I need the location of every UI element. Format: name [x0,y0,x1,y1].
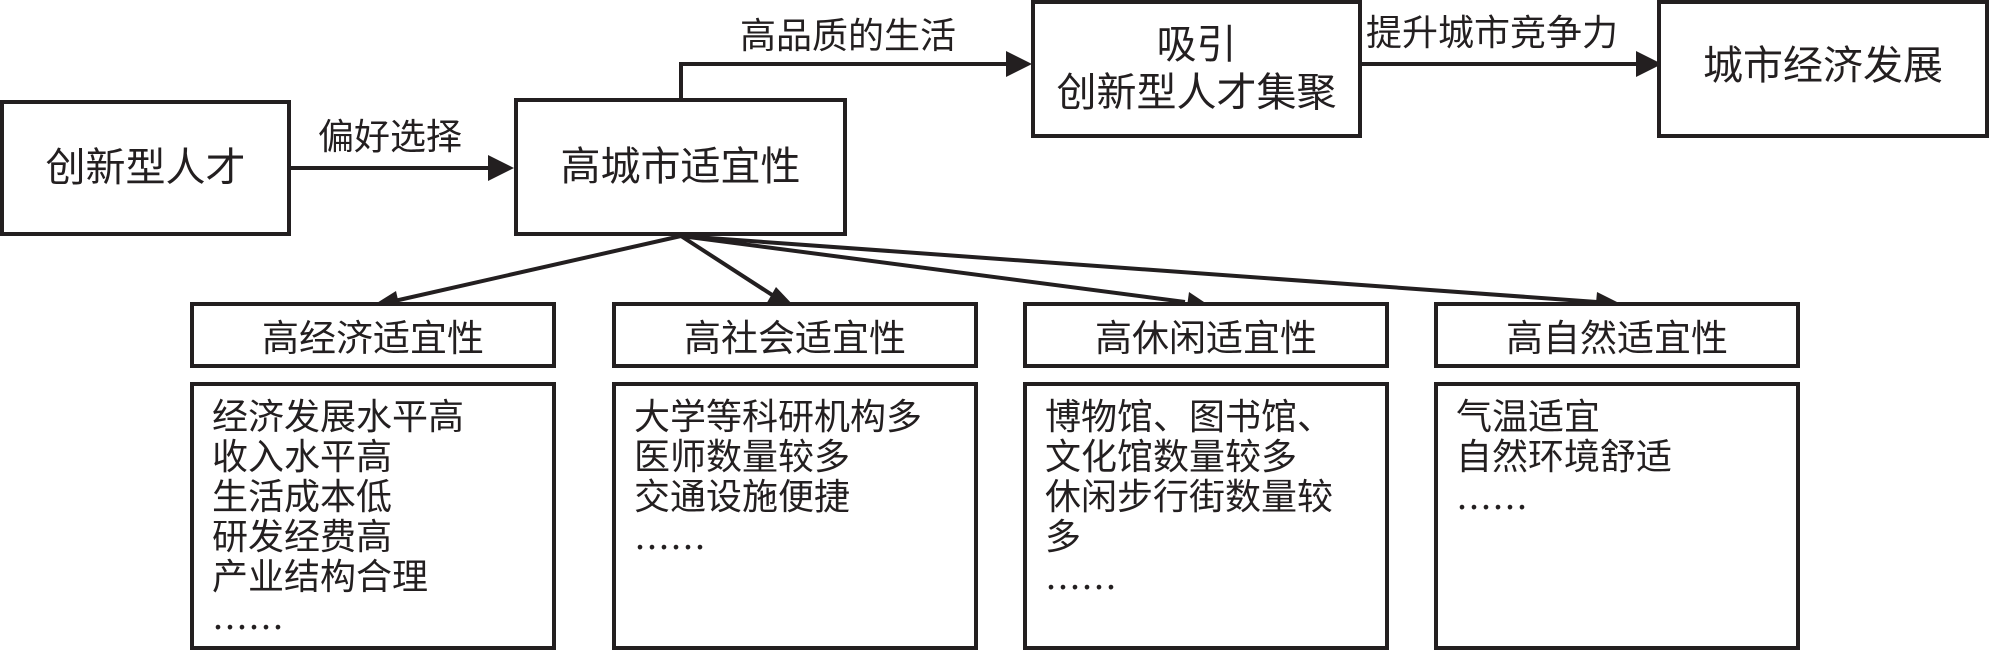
list-item: 交通设施便捷 [634,477,851,518]
node-attract-talent-cluster: 吸引 创新型人才集聚 [1031,0,1362,138]
node-high-city-suitability: 高城市适宜性 [514,98,847,236]
category-social-title: 高社会适宜性 [684,317,906,360]
list-item: 大学等科研机构多 [634,397,923,438]
category-natural-details: 气温适宜 自然环境舒适 …… [1434,382,1800,650]
arrowhead-suitability [488,155,514,181]
edge-label-preference: 偏好选择 [318,117,463,158]
list-item: 自然环境舒适 [1456,437,1673,478]
arrowhead-social [765,287,794,306]
list-item: 休闲步行街数量较 [1045,477,1334,518]
list-item: 文化馆数量较多 [1045,437,1298,478]
category-natural-title-box: 高自然适宜性 [1434,302,1800,368]
list-item: …… [634,517,706,558]
arrow-suitability-to-attract [679,62,1010,98]
arrow-to-natural [680,234,1598,304]
arrow-to-social [679,234,785,304]
list-item: 经济发展水平高 [212,397,465,438]
arrowhead-attract [1006,51,1032,77]
edge-label-competitiveness: 提升城市竞争力 [1366,13,1619,54]
category-natural-title: 高自然适宜性 [1506,317,1728,360]
list-item: …… [1456,477,1528,518]
category-economic-details: 经济发展水平高 收入水平高 生活成本低 研发经费高 产业结构合理 …… [190,382,556,650]
node-attract-line1: 吸引 [1156,22,1237,68]
list-item: 收入水平高 [212,437,393,478]
list-item: 博物馆、图书馆、 [1045,397,1334,438]
category-leisure-details: 博物馆、图书馆、 文化馆数量较多 休闲步行街数量较 多 …… [1023,382,1389,650]
category-leisure-title-box: 高休闲适宜性 [1023,302,1389,368]
list-item: 气温适宜 [1456,397,1601,438]
list-item: 研发经费高 [212,517,393,558]
node-urban-economic-development: 城市经济发展 [1657,0,1989,138]
list-item: 多 [1045,517,1082,558]
node-innovative-talent: 创新型人才 [0,100,291,236]
node-attract-line2: 创新型人才集聚 [1056,70,1337,116]
node-urban-economic-development-label: 城市经济发展 [1703,43,1943,89]
category-economic-title: 高经济适宜性 [262,317,484,360]
category-social-details: 大学等科研机构多 医师数量较多 交通设施便捷 …… [612,382,978,650]
category-leisure-title: 高休闲适宜性 [1095,317,1317,360]
list-item: …… [212,597,284,638]
arrowhead-economy [1636,51,1662,77]
edge-label-quality-life: 高品质的生活 [740,16,957,57]
category-social-title-box: 高社会适宜性 [612,302,978,368]
list-item: 生活成本低 [212,477,393,518]
list-item: 医师数量较多 [634,437,851,478]
node-high-city-suitability-label: 高城市适宜性 [560,144,801,190]
node-innovative-talent-label: 创新型人才 [45,145,246,191]
list-item: …… [1045,557,1117,598]
arrow-to-economic [389,234,682,304]
list-item: 产业结构合理 [212,557,429,598]
arrow-to-leisure [680,234,1186,304]
category-economic-title-box: 高经济适宜性 [190,302,556,368]
